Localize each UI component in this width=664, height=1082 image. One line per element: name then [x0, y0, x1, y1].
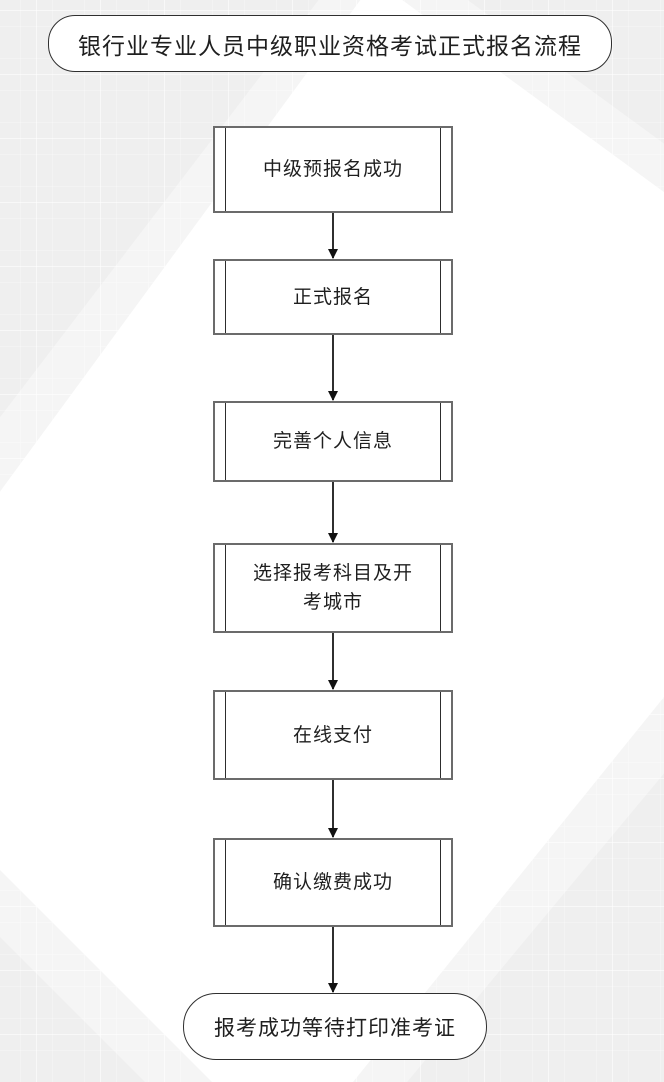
predefined-process-left-bar — [225, 840, 226, 925]
arrow-down-icon — [327, 391, 338, 401]
step-label: 完善个人信息 — [272, 431, 393, 452]
connector-line — [332, 482, 334, 542]
predefined-process-right-bar — [440, 840, 441, 925]
predefined-process-right-bar — [440, 692, 441, 778]
step-label: 确认缴费成功 — [272, 872, 393, 893]
step-label: 在线支付 — [292, 724, 373, 746]
step-node-formal-registration: 正式报名 — [213, 259, 453, 335]
flow-connector — [326, 780, 340, 838]
end-node-label: 报考成功等待打印准考证 — [214, 1015, 456, 1040]
flow-connector — [326, 927, 340, 993]
title-node: 银行业专业人员中级职业资格考试正式报名流程 — [48, 15, 612, 72]
predefined-process-right-bar — [440, 545, 441, 631]
connector-line — [332, 213, 334, 258]
arrow-down-icon — [327, 533, 338, 543]
arrow-down-icon — [327, 983, 338, 993]
step-node-pre-registration: 中级预报名成功 — [213, 126, 453, 213]
predefined-process-right-bar — [440, 261, 441, 333]
arrow-down-icon — [327, 249, 338, 259]
step-label: 中级预报名成功 — [262, 159, 403, 180]
connector-line — [332, 633, 334, 689]
step-node-select-subjects-city: 选择报考科目及开 考城市 — [213, 543, 453, 633]
predefined-process-right-bar — [440, 403, 441, 480]
predefined-process-left-bar — [225, 545, 226, 631]
predefined-process-left-bar — [225, 403, 226, 480]
flowchart-title: 银行业专业人员中级职业资格考试正式报名流程 — [78, 33, 582, 59]
flow-connector — [326, 482, 340, 543]
predefined-process-left-bar — [225, 692, 226, 778]
connector-line — [332, 927, 334, 992]
flow-connector — [326, 213, 340, 259]
flow-connector — [326, 633, 340, 690]
step-label: 正式报名 — [292, 286, 373, 308]
step-label: 选择报考科目及开 考城市 — [252, 563, 413, 613]
connector-line — [332, 335, 334, 400]
step-node-personal-info: 完善个人信息 — [213, 401, 453, 482]
predefined-process-left-bar — [225, 261, 226, 333]
connector-line — [332, 780, 334, 837]
flow-connector — [326, 335, 340, 401]
arrow-down-icon — [327, 828, 338, 838]
predefined-process-left-bar — [225, 128, 226, 211]
step-node-confirm-payment: 确认缴费成功 — [213, 838, 453, 927]
end-node: 报考成功等待打印准考证 — [183, 993, 487, 1060]
predefined-process-right-bar — [440, 128, 441, 211]
arrow-down-icon — [327, 680, 338, 690]
step-node-online-payment: 在线支付 — [213, 690, 453, 780]
